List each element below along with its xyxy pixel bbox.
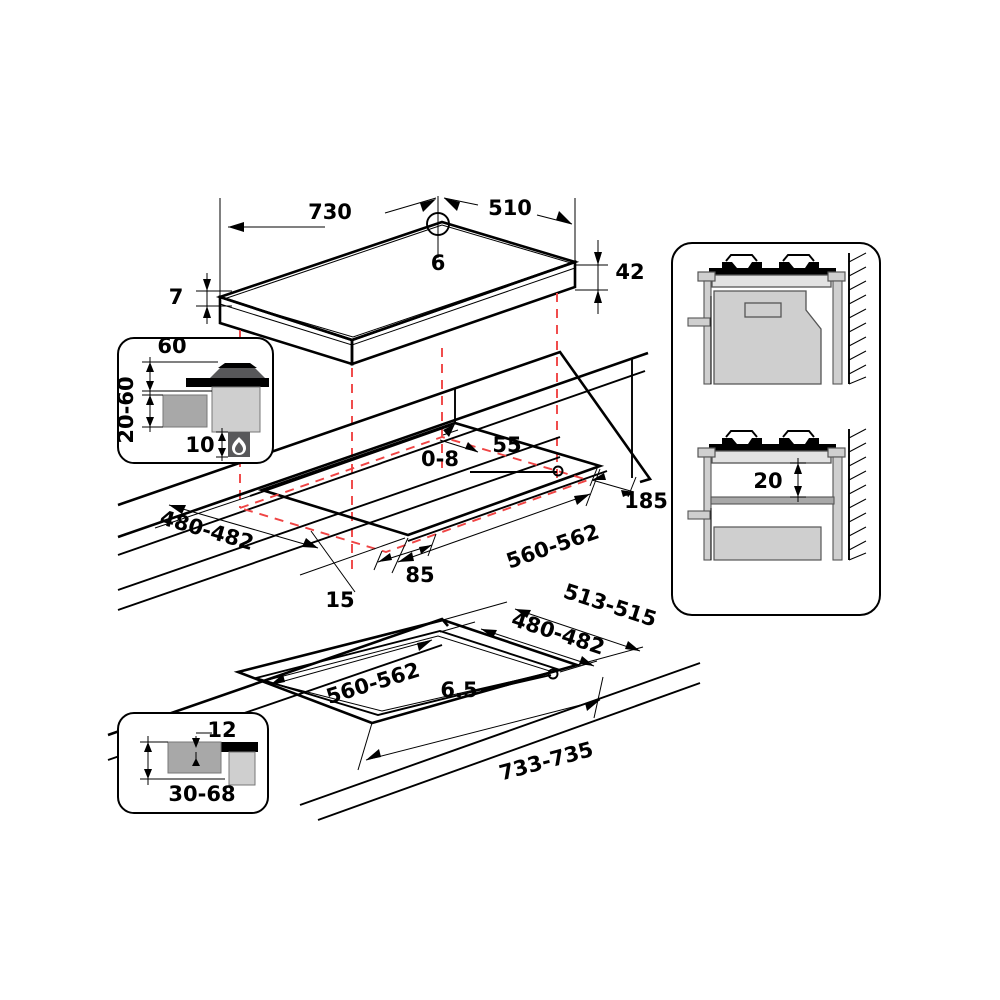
dim-label-560-562-frame: 560-562 [323, 658, 422, 709]
cutout-projection-dashed [236, 436, 592, 553]
burner-crown [210, 368, 265, 378]
dim-rear-clearance-185: 185 [589, 465, 668, 513]
dim-label-30-68: 30-68 [168, 782, 235, 806]
oven-handle-upper [687, 317, 711, 327]
dim-label-480-482-frame: 480-482 [509, 607, 608, 660]
worktop-slab [167, 741, 222, 774]
drawer-body-lower [713, 526, 822, 561]
wall-hatch-upper [848, 252, 867, 385]
cabinet-right-lower [832, 456, 843, 561]
cutout-rim-front [407, 470, 608, 542]
dim-label-55: 55 [492, 433, 521, 457]
worktop-back-edge [117, 350, 653, 507]
dim-width-730: 730 [219, 197, 437, 297]
grate-left-upper [725, 254, 758, 262]
frame-innermost-rect [263, 635, 555, 712]
mount-clip-right-lower [827, 447, 846, 458]
grate-right-upper [782, 254, 815, 262]
dim-label-85: 85 [405, 563, 434, 587]
cabinet-left-lower [703, 456, 712, 561]
dim-burner-20-60: 20-60 [114, 376, 163, 444]
dim-label-20: 20 [753, 469, 782, 493]
worktop-support [228, 751, 256, 786]
dim-label-10: 10 [185, 433, 214, 457]
dim-burner-10: 10 [185, 428, 228, 461]
dim-edge-gap-0-8: 0-8 [421, 447, 564, 477]
dim-label-480-482: 480-482 [157, 505, 256, 555]
oven-body-upper [713, 290, 822, 385]
dim-thickness-7: 7 [169, 273, 232, 324]
mount-clip-left-lower [697, 447, 716, 458]
dim-side-offset-85: 85 [373, 533, 437, 587]
grate-right-lower [782, 430, 815, 438]
dim-label-185: 185 [624, 489, 668, 513]
inset-burner-detail: 60 20-60 10 [114, 334, 274, 464]
burner-side-block [162, 394, 208, 428]
cabinet-left-upper [703, 280, 712, 385]
cutout-rim-left [249, 424, 453, 497]
separator-shelf-lower [710, 496, 835, 505]
wall-hatch-lower [848, 428, 867, 561]
gas-flame-inner-icon [235, 442, 243, 453]
burner-base-plate [186, 378, 269, 387]
dim-burner-60: 60 [142, 334, 218, 396]
dim-height-42: 42 [575, 240, 645, 314]
cutout-opening [257, 421, 605, 537]
cooktop-body-upper [711, 274, 832, 288]
burner-cap [218, 363, 257, 368]
frame-inner-rect [252, 630, 564, 716]
section-oven-below [687, 252, 867, 385]
cooktop-right-face [350, 260, 577, 366]
section-clearance-20: 20 [687, 428, 867, 561]
dim-label-733-735: 733-735 [497, 737, 596, 785]
dim-clearance-20: 20 [753, 458, 806, 502]
frame-worktop-edge-3 [299, 662, 701, 806]
frame-worktop-edge-4 [317, 682, 701, 821]
frame-corner-radius-marker-icon [547, 668, 559, 680]
dim-worktop-30-68: 30-68 [140, 736, 236, 806]
cabinet-right-upper [832, 280, 843, 385]
cooktop-plate-lower [709, 444, 836, 451]
dim-label-12: 12 [207, 718, 236, 742]
dim-label-20-60: 20-60 [114, 376, 138, 443]
projection-lines-group [239, 293, 558, 570]
dim-label-510: 510 [488, 196, 532, 220]
dim-worktop-12: 12 [192, 718, 237, 766]
inset-side-sections: 20 [671, 242, 881, 616]
inset-worktop-detail: 12 30-68 [117, 712, 269, 814]
dim-front-offset-15: 15 [310, 530, 356, 612]
dim-rear-offset-55: 55 [439, 424, 522, 457]
dim-label-6: 6 [431, 251, 446, 275]
edge-gap-marker-icon [552, 465, 564, 477]
dim-label-0-8: 0-8 [421, 447, 459, 471]
worktop-front-edge-upper [117, 351, 649, 539]
worktop-front-edge-lower [117, 370, 646, 556]
mount-clip-right-upper [827, 271, 846, 282]
cooktop-plate-upper [709, 268, 836, 275]
dim-label-7: 7 [169, 285, 184, 309]
dim-label-15: 15 [325, 588, 354, 612]
dim-label-730: 730 [308, 200, 352, 224]
dim-label-560-562: 560-562 [503, 519, 602, 573]
grate-left-lower [725, 430, 758, 438]
dim-label-60: 60 [157, 334, 186, 358]
worktop-top-plate [196, 742, 258, 752]
worktop-edge-fourth [117, 456, 561, 611]
dim-label-513-515: 513-515 [561, 579, 660, 632]
cooktop-body-lower [711, 450, 832, 464]
cooktop-isometric-view: 730 510 6 7 42 [169, 196, 645, 366]
drawer-handle-lower [687, 510, 711, 520]
dim-corner-radius-6-5: 6.5 [440, 668, 559, 702]
dim-depth-510: 510 [443, 196, 576, 262]
burner-body [211, 386, 261, 433]
mount-clip-left-upper [697, 271, 716, 282]
dim-label-42: 42 [615, 260, 644, 284]
dim-label-6-5: 6.5 [440, 678, 477, 702]
cooktop-glass-band [219, 267, 576, 346]
oven-control-panel-upper [744, 302, 782, 318]
